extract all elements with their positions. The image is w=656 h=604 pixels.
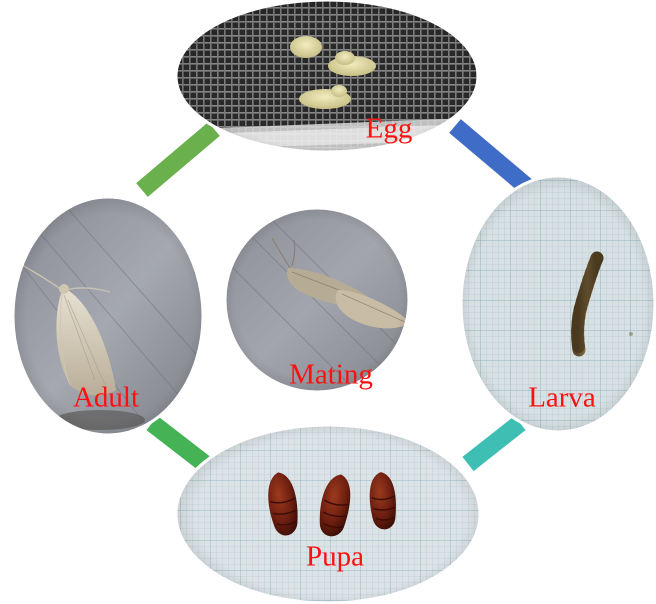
arc-pupa-to-adult [152,423,205,464]
label-pupa: Pupa [306,543,364,572]
label-egg: Egg [366,115,413,144]
arc-adult-to-egg [142,129,214,190]
label-adult: Adult [73,384,139,413]
label-larva: Larva [528,384,596,413]
label-mating: Mating [289,361,373,390]
arc-larva-to-pupa [468,423,520,464]
arc-egg-to-larva [455,126,526,186]
